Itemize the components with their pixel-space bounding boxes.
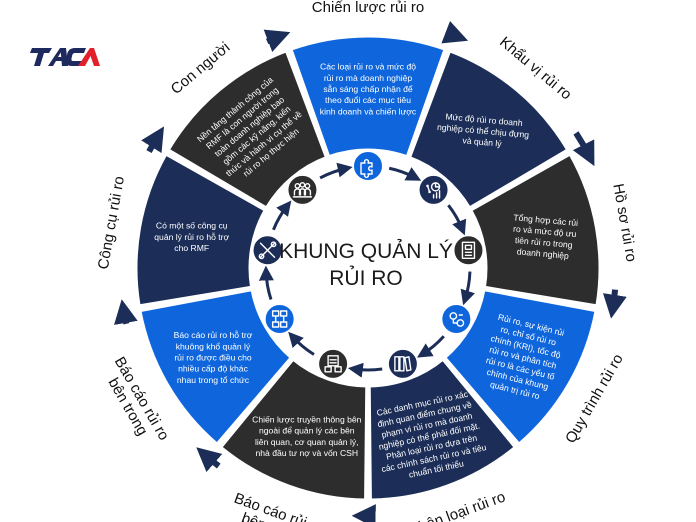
segment-description-line: rủi ro được điều cho — [174, 353, 252, 363]
outer-label-cong-cu: Công cụ rủi ro — [95, 175, 128, 271]
segment-description-line: nhau trong tổ chức — [177, 375, 250, 385]
segment-description-line: liên quan, cơ quan quản lý, — [255, 437, 359, 447]
center-title-line2: RỦI RO — [329, 266, 403, 290]
center-title: KHUNG QUẢN LÝ RỦI RO — [279, 240, 453, 290]
inner-arrow — [460, 271, 475, 306]
binders-icon — [386, 347, 419, 380]
inner-arrow — [416, 335, 445, 358]
segment-description-line: theo đuổi các mục tiêu — [325, 95, 411, 105]
analytics-icon — [417, 173, 450, 206]
segment-description-line: rủi ro mà doanh nghiệp — [324, 73, 413, 83]
segment-description-line: ngoài để quản lý các bên — [259, 426, 355, 436]
outer-arrow — [572, 131, 595, 167]
segment-description-line: kinh doanh và chiến lược — [320, 106, 417, 116]
segment-description-line: doanh nghiệp — [516, 246, 569, 261]
puzzle-icon — [352, 150, 384, 182]
segment-description-line: và quản lý — [462, 135, 503, 148]
inner-arrow — [288, 331, 315, 356]
inner-cycle — [250, 150, 486, 386]
segment-description-line: Các loại rủi ro và mức độ — [320, 62, 416, 72]
outer-arrow — [441, 20, 469, 44]
segment-description-line: quản lý rủi ro hỗ trợ — [154, 232, 229, 242]
outer-arrow — [196, 447, 223, 473]
inner-arrow — [388, 166, 422, 181]
outer-label-chien-luoc: Chiến lược rủi ro — [312, 0, 424, 16]
outer-arrow — [114, 299, 138, 325]
segment-description-line: nhà đầu tư nợ và vốn CSH — [255, 448, 358, 458]
inner-arrow — [447, 204, 467, 236]
segment-description-line: Có một số công cụ — [156, 221, 228, 231]
segment-description-line: cho RMF — [174, 243, 209, 253]
outer-arrow — [263, 29, 291, 52]
people-group-icon — [286, 173, 319, 206]
segment-description-line: Chiến lược truyền thông bên — [252, 414, 362, 424]
org-chart-icon — [263, 303, 296, 335]
inner-arrow — [319, 162, 353, 180]
outer-arrow-ring — [114, 20, 627, 522]
segment-description: Chiến lược truyền thông bên ngoài để quản… — [252, 414, 362, 458]
segment-description-line: nhiều cấp độ khác — [178, 364, 248, 374]
center-title-line1: KHUNG QUẢN LÝ — [279, 240, 453, 263]
inner-arrow — [347, 362, 383, 378]
segment-description-line: Báo cáo rủi ro hỗ trợ — [174, 330, 253, 340]
document-icon — [452, 234, 485, 267]
segment-description-line: khuông khổ quản lý — [176, 341, 251, 351]
tools-icon — [251, 234, 284, 267]
taca-logo — [30, 48, 100, 66]
segment-description-line: sẵn sáng chấp nhận để — [323, 84, 413, 94]
segment-bao-cao-ngoai: Chiến lược truyền thông bên ngoài để quản… — [218, 357, 369, 502]
process-gears-icon — [440, 303, 473, 335]
outer-arrow — [141, 126, 165, 154]
finance-report-icon — [317, 347, 350, 380]
center-disc — [250, 150, 486, 386]
inner-arrow — [272, 200, 292, 231]
outer-arrow — [602, 289, 627, 319]
inner-arrow — [258, 265, 274, 300]
outer-label-ho-so: Hồ sơ rủi ro — [609, 182, 639, 263]
